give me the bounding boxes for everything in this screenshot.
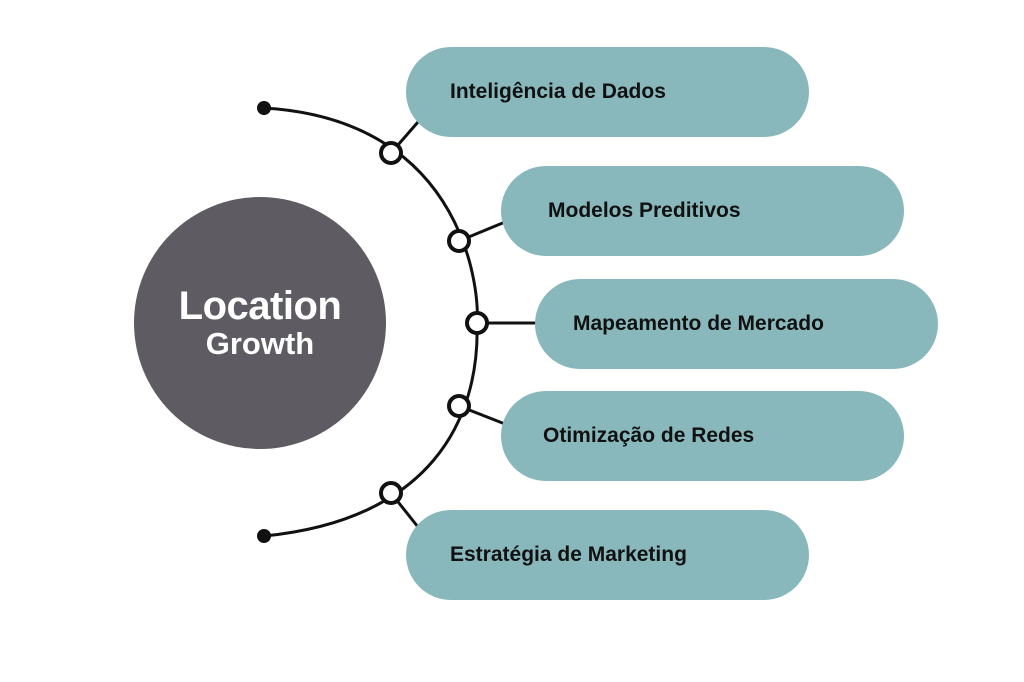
hub-title: Location xyxy=(178,284,342,328)
node-ring-2 xyxy=(465,311,489,335)
branch-label: Mapeamento de Mercado xyxy=(573,312,824,335)
arc-end-dot-bottom xyxy=(257,529,271,543)
hub-circle: Location Growth xyxy=(134,197,386,449)
arc-end-dot-top xyxy=(257,101,271,115)
branch-label: Otimização de Redes xyxy=(543,424,755,447)
branch-label: Estratégia de Marketing xyxy=(450,543,687,566)
branch-pill-inteligencia-de-dados: Inteligência de Dados xyxy=(406,47,809,137)
branch-pill-mapeamento-de-mercado: Mapeamento de Mercado xyxy=(535,279,938,369)
node-ring-3 xyxy=(447,394,471,418)
branch-label: Modelos Preditivos xyxy=(548,199,741,222)
branch-pill-otimizacao-de-redes: Otimização de Redes xyxy=(501,391,904,481)
branch-label: Inteligência de Dados xyxy=(450,80,666,103)
branch-pill-modelos-preditivos: Modelos Preditivos xyxy=(501,166,904,256)
hub-subtitle: Growth xyxy=(205,326,315,361)
branch-pill-estrategia-de-marketing: Estratégia de Marketing xyxy=(406,510,809,600)
node-ring-4 xyxy=(379,481,403,505)
node-ring-1 xyxy=(447,229,471,253)
node-ring-0 xyxy=(379,141,403,165)
